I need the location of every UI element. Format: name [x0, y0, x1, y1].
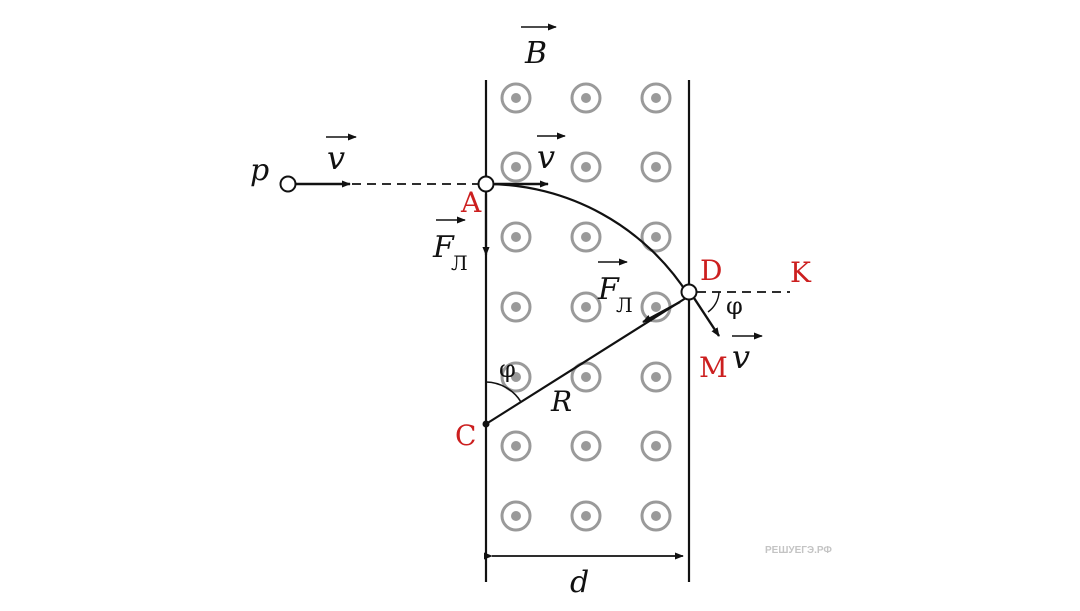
velocity-out-arrow: [692, 297, 721, 337]
point-d-label: D: [700, 254, 722, 287]
field-label: B: [524, 36, 547, 71]
point-c-label: C: [455, 419, 476, 452]
angle-d-label: φ: [726, 292, 743, 320]
field-out-of-page-icon: [640, 500, 672, 532]
field-out-of-page-icon: [500, 361, 532, 393]
point-a-label: A: [460, 186, 482, 219]
field-out-of-page-icon: [570, 82, 602, 114]
field-out-of-page-icon: [500, 221, 532, 253]
field-out-of-page-icon: [640, 151, 672, 183]
field-vector-label: B: [521, 23, 557, 71]
field-out-of-page-icon: [570, 221, 602, 253]
field-out-of-page-icon: [500, 82, 532, 114]
force-top-subscript: Л: [451, 251, 468, 275]
angle-arc-d: [707, 291, 720, 313]
entry-point-marker: [477, 175, 495, 193]
force-top-label: F: [432, 230, 455, 265]
exit-point-marker: [680, 283, 698, 301]
field-out-of-page-icon: [570, 430, 602, 462]
radius-line: [485, 295, 690, 425]
field-out-of-page-icon: [570, 291, 602, 323]
velocity-out-label-group: v: [732, 332, 763, 376]
radius-label: R: [550, 385, 572, 418]
velocity-out-label: v: [732, 338, 750, 376]
field-out-of-page-icon: [640, 430, 672, 462]
trajectory-arc: [485, 182, 690, 297]
field-out-of-page-icon: [640, 361, 672, 393]
field-out-of-page-icon: [500, 291, 532, 323]
field-out-of-page-icon: [570, 151, 602, 183]
force-top-label-group: F Л: [432, 216, 468, 275]
velocity-top-label-group: v: [537, 132, 566, 176]
field-out-of-page-icon: [500, 151, 532, 183]
velocity-top-label: v: [537, 138, 555, 176]
field-out-of-page-icon: [640, 82, 672, 114]
velocity-in-label: v: [327, 139, 345, 177]
point-k-label: K: [790, 256, 812, 289]
watermark: РЕШУЕГЭ.РФ: [765, 545, 832, 556]
velocity-in-label-group: v: [326, 133, 357, 177]
field-out-of-page-icon: [570, 361, 602, 393]
field-out-of-page-icon: [500, 430, 532, 462]
force-mid-label-group: F Л: [597, 258, 633, 317]
width-label: d: [570, 565, 589, 600]
force-mid-subscript: Л: [616, 293, 633, 317]
point-m-label: M: [699, 351, 728, 384]
point-c-dot: [482, 420, 490, 428]
force-mid-label: F: [597, 272, 620, 307]
angle-c-label: φ: [499, 355, 516, 383]
field-symbols: [500, 82, 672, 532]
proton-marker: [279, 175, 297, 193]
field-out-of-page-icon: [570, 500, 602, 532]
force-mid-arrow: [642, 301, 681, 323]
angle-arc-c: [485, 381, 522, 403]
field-out-of-page-icon: [500, 500, 532, 532]
particle-label: p: [250, 153, 269, 188]
field-out-of-page-icon: [640, 221, 672, 253]
